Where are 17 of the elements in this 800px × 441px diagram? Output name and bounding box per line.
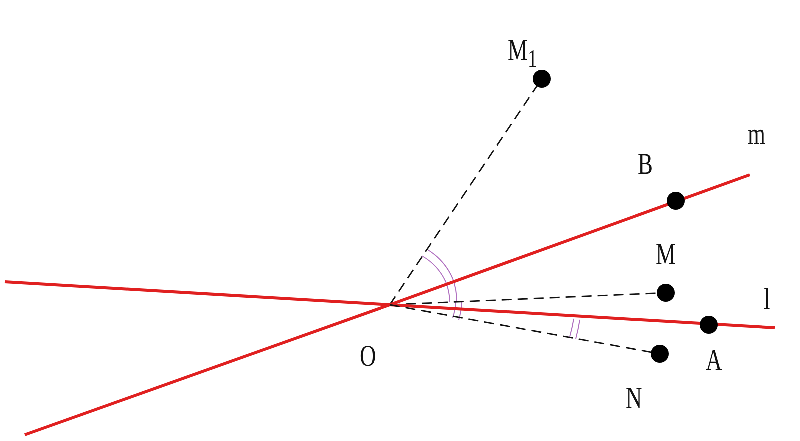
point-label: M xyxy=(656,240,676,270)
point-dot xyxy=(533,70,551,88)
dashed-line xyxy=(390,304,652,354)
point-dot xyxy=(667,192,685,210)
line-label: m xyxy=(748,120,766,150)
point-label: B xyxy=(638,150,653,180)
straight-line xyxy=(390,174,750,306)
point-label: O xyxy=(360,342,376,372)
dashed-line xyxy=(389,86,538,306)
point-dot xyxy=(651,345,669,363)
point-label: A xyxy=(706,346,722,376)
point-dot xyxy=(700,316,718,334)
line-label: l xyxy=(764,285,770,315)
point-label: M$_{1}$ xyxy=(508,36,538,75)
straight-line xyxy=(390,304,776,330)
point-dot xyxy=(657,284,675,302)
point-label: N xyxy=(626,384,642,414)
